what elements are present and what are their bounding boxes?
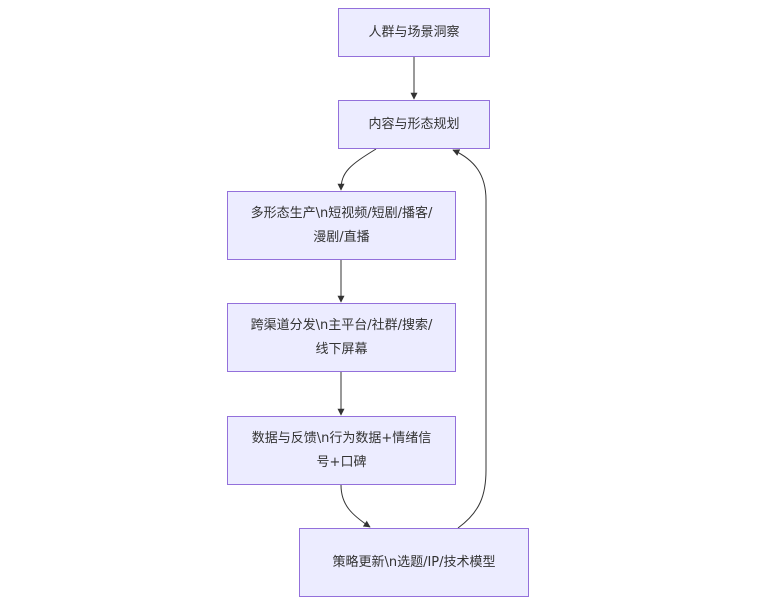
node-strategy-update[interactable]: 策略更新\n选题/IP/技术模型 (299, 528, 529, 597)
node-label: 人群与场景洞察 (368, 24, 460, 40)
node-label: 数据与反馈\n行为数据+情绪信号+口碑 (251, 430, 432, 470)
edge-B-C (337, 148, 377, 191)
edge-F-B (452, 149, 487, 529)
node-audience-scene-insight[interactable]: 人群与场景洞察 (338, 8, 490, 57)
node-content-format-planning[interactable]: 内容与形态规划 (338, 100, 490, 149)
node-label: 多形态生产\n短视频/短剧/播客/漫剧/直播 (250, 205, 433, 245)
edge-E-F (340, 484, 371, 528)
node-multi-format-production[interactable]: 多形态生产\n短视频/短剧/播客/漫剧/直播 (227, 191, 456, 260)
node-data-feedback[interactable]: 数据与反馈\n行为数据+情绪信号+口碑 (227, 416, 456, 485)
node-label: 内容与形态规划 (368, 116, 460, 132)
node-cross-channel-distribution[interactable]: 跨渠道分发\n主平台/社群/搜索/线下屏幕 (227, 303, 456, 372)
node-label: 策略更新\n选题/IP/技术模型 (332, 554, 496, 570)
node-label: 跨渠道分发\n主平台/社群/搜索/线下屏幕 (250, 317, 433, 357)
